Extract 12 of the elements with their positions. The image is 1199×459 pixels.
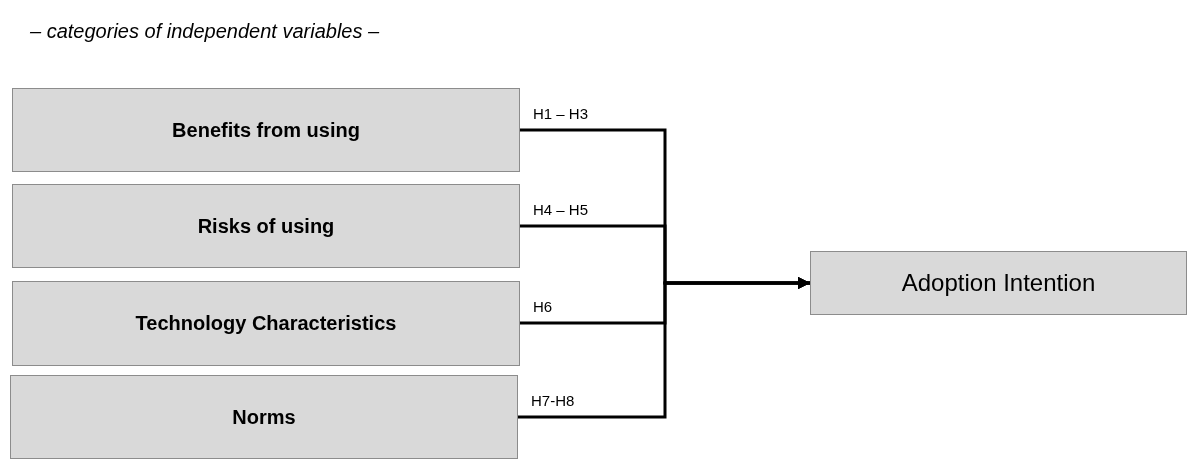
variable-box	[12, 281, 520, 366]
node-label: Norms	[232, 405, 296, 429]
node-label: Benefits from using	[172, 118, 360, 142]
variable-box	[12, 184, 520, 268]
node-label: Adoption Intention	[901, 269, 1096, 297]
node-label: Technology Characteristics	[135, 312, 397, 335]
node-label: Risks of using	[197, 214, 335, 238]
variable-box	[10, 375, 518, 459]
connector-arrow	[518, 277, 810, 419]
variable-box	[12, 88, 520, 172]
variable-box	[810, 251, 1187, 315]
heading: – categories of independent variables –	[30, 20, 380, 43]
